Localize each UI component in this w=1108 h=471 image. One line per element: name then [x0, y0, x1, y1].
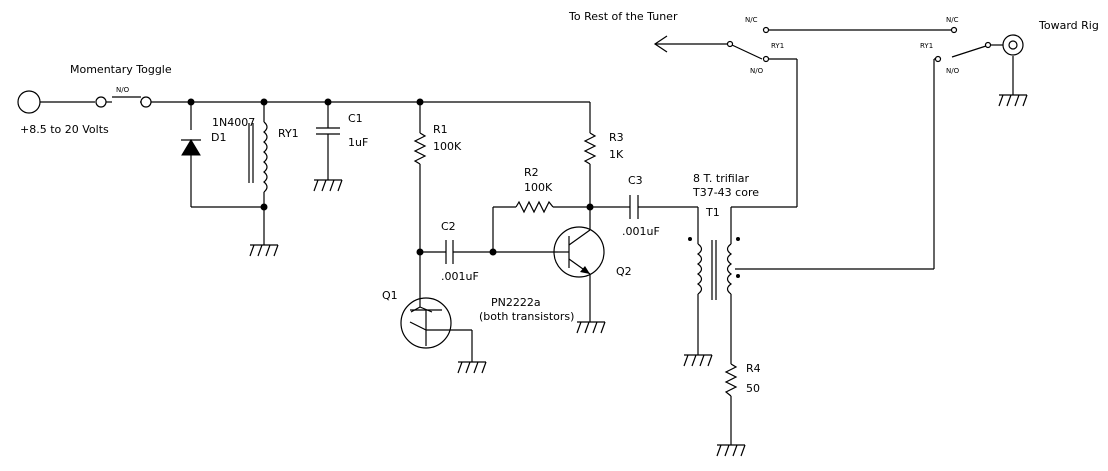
transistor-q2: [553, 226, 605, 322]
resistor-r1: [413, 102, 427, 298]
c2-value-label: .001uF: [441, 270, 479, 283]
no-right-label: N/O: [946, 67, 960, 75]
resistor-r4: [724, 348, 738, 445]
ground-q2: [576, 321, 606, 334]
no-left-label: N/O: [750, 67, 764, 75]
t1-core-label: T37-43 core: [692, 186, 759, 199]
arrow-to-rest-of-tuner: [653, 35, 727, 53]
ground-t1: [683, 354, 713, 367]
c2-ref-label: C2: [441, 220, 456, 233]
c3-value-label: .001uF: [622, 225, 660, 238]
ground-ry1: [249, 244, 279, 257]
transistor-q1: [400, 297, 473, 362]
capacitor-c1: [316, 102, 340, 180]
resistor-r3: [583, 102, 597, 226]
r1-ref-label: R1: [433, 123, 448, 136]
r3-value-label: 1K: [609, 148, 624, 161]
c1-value-label: 1uF: [348, 136, 368, 149]
q1-ref-label: Q1: [382, 289, 398, 302]
rest-of-tuner-label: To Rest of the Tuner: [568, 10, 678, 23]
c3-ref-label: C3: [628, 174, 643, 187]
r1-value-label: 100K: [433, 140, 462, 153]
toggle-no-label: N/O: [116, 86, 130, 94]
ry1-contact-left-label: RY1: [771, 42, 784, 50]
transistor-part-label: PN2222a: [491, 296, 541, 309]
nc-right-label: N/C: [946, 16, 959, 24]
relay-contact-left: [726, 26, 951, 207]
supply-label: +8.5 to 20 Volts: [20, 123, 109, 136]
resistor-r2: [492, 200, 620, 252]
transformer-t1: [688, 206, 934, 355]
ry1-coil-label: RY1: [278, 127, 299, 140]
t1-winding-label: 8 T. trifilar: [693, 172, 750, 185]
ry1-contact-right-label: RY1: [920, 42, 933, 50]
capacitor-c3: [620, 195, 699, 230]
q2-ref-label: Q2: [616, 265, 632, 278]
momentary-toggle-switch: [95, 96, 152, 108]
junction-dots: [187, 98, 594, 256]
ground-c1: [313, 179, 343, 192]
d1-ref-label: D1: [211, 131, 226, 144]
ground-q1: [457, 361, 487, 374]
diode-d1: [181, 102, 264, 208]
toward-rig-label: Toward Rig: [1038, 19, 1099, 32]
transistor-note-label: (both transistors): [479, 310, 574, 323]
relay-contact-right: [933, 26, 992, 269]
rig-coax-connector: [991, 34, 1024, 95]
d1-part-label: 1N4007: [212, 116, 255, 129]
toggle-label: Momentary Toggle: [70, 63, 172, 76]
c1-ref-label: C1: [348, 112, 363, 125]
ground-r4: [716, 444, 746, 457]
supply-terminal: [17, 90, 41, 114]
r4-ref-label: R4: [746, 362, 761, 375]
r2-value-label: 100K: [524, 181, 553, 194]
nc-left-label: N/C: [745, 16, 758, 24]
r4-value-label: 50: [746, 382, 760, 395]
r3-ref-label: R3: [609, 131, 624, 144]
ground-rig: [998, 94, 1028, 107]
t1-ref-label: T1: [705, 206, 720, 219]
capacitor-c2: [420, 240, 558, 264]
r2-ref-label: R2: [524, 166, 539, 179]
